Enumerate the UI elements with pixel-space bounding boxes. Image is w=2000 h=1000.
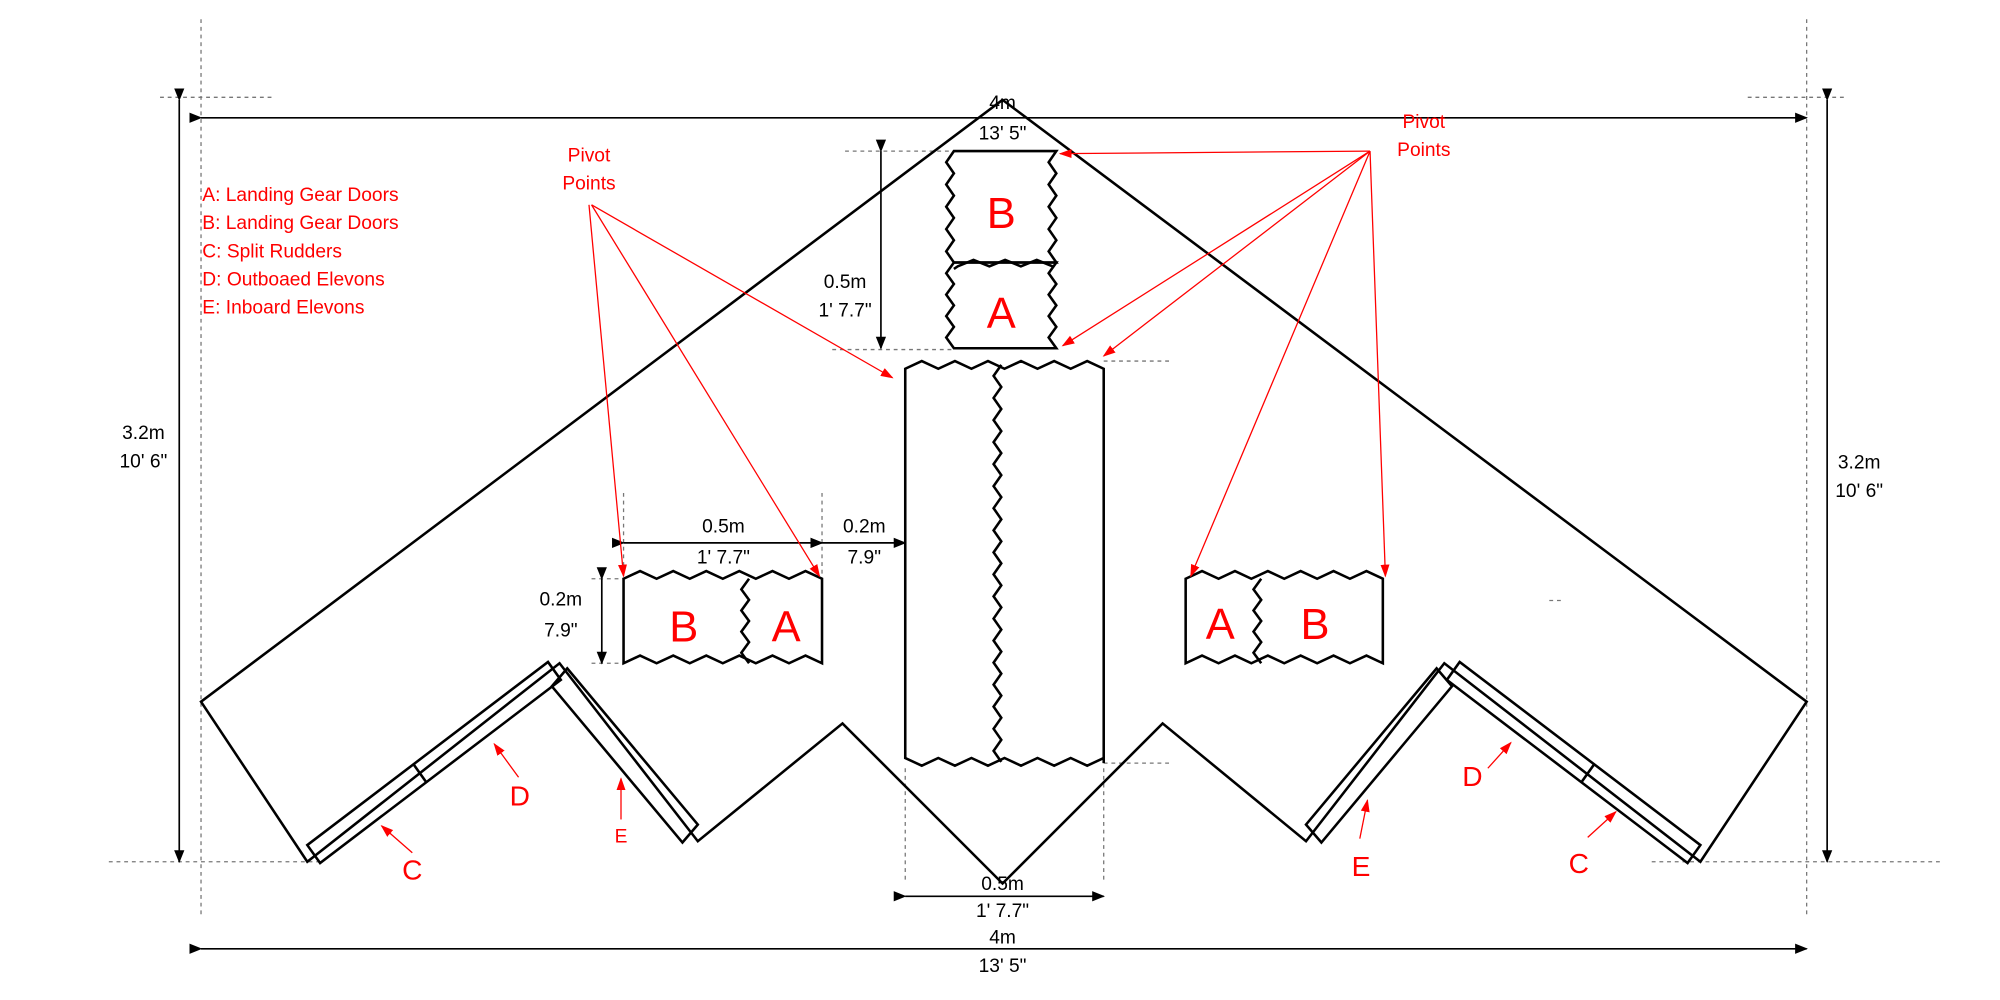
- right-split-rudder-divider: [1580, 763, 1596, 784]
- door-top-height-imperial: 1' 7.7": [818, 300, 871, 321]
- span-bottom-metric: 4m: [989, 928, 1016, 949]
- left-d-label: D: [510, 780, 530, 811]
- door-gap-imperial: 7.9": [848, 547, 882, 568]
- pivot-right-label-2: Points: [1397, 140, 1450, 161]
- extension-lines: [108, 19, 1940, 916]
- pivot-arrow-right-2: [1061, 150, 1371, 347]
- door-top-b-label: B: [987, 190, 1016, 238]
- arrow-left-d: [493, 742, 520, 778]
- left-inboard-elevon: [550, 666, 700, 845]
- pivot-left-label-1: Pivot: [568, 145, 611, 166]
- door-top-height-metric: 0.5m: [824, 272, 867, 293]
- door-left-height-imperial: 7.9": [544, 620, 578, 641]
- aircraft-outline: [199, 98, 1809, 886]
- legend-item-b: B: Landing Gear Doors: [202, 213, 398, 234]
- bay-width-metric: 0.5m: [981, 874, 1024, 895]
- height-left-metric: 3.2m: [122, 423, 165, 444]
- door-left-width-metric: 0.5m: [702, 517, 745, 538]
- right-c-label: C: [1569, 848, 1589, 879]
- door-gap-metric: 0.2m: [843, 517, 886, 538]
- door-left-width-imperial: 1' 7.7": [697, 547, 750, 568]
- pivot-arrow-right-3: [1102, 150, 1371, 357]
- pivot-arrow-right-4: [1190, 150, 1371, 578]
- height-right-metric: 3.2m: [1838, 453, 1881, 474]
- door-top-a: [944, 261, 1059, 350]
- center-bay-divider: [992, 364, 1003, 763]
- span-bottom-imperial: 13' 5": [979, 956, 1027, 977]
- height-left-imperial: 10' 6": [119, 451, 167, 472]
- door-left-a-label: A: [772, 603, 801, 651]
- right-d-label: D: [1462, 761, 1482, 792]
- legend-item-e: E: Inboard Elevons: [202, 298, 364, 319]
- door-right-divider: [1251, 577, 1263, 665]
- door-left-divider: [739, 577, 751, 665]
- span-top-metric: 4m: [989, 93, 1016, 114]
- pivot-arrow-right-5: [1369, 151, 1390, 578]
- landing-gear-doors: [622, 149, 1385, 768]
- dimension-lines: [174, 88, 1833, 954]
- pivot-arrow-left-2: [591, 204, 821, 578]
- pivot-arrow-left-3: [591, 204, 894, 379]
- left-outboard-elevon: [305, 660, 563, 865]
- pivot-arrow-right-1: [1058, 149, 1371, 159]
- door-top-a-label: A: [987, 290, 1016, 338]
- pivot-arrow-left-1: [588, 204, 627, 578]
- door-left-b-label: B: [669, 603, 698, 651]
- dimension-labels: 4m 13' 5" 4m 13' 5" 3.2m 10' 6" 3.2m 10'…: [119, 93, 1883, 977]
- legend-item-a: A: Landing Gear Doors: [202, 185, 398, 206]
- arrow-right-d: [1487, 741, 1512, 769]
- legend-item-c: C: Split Rudders: [202, 241, 342, 262]
- right-e-label: E: [1352, 851, 1371, 882]
- right-inboard-elevon: [1304, 666, 1454, 845]
- control-surfaces: [305, 660, 1703, 865]
- bay-width-imperial: 1' 7.7": [976, 901, 1029, 922]
- door-right-a-label: A: [1206, 601, 1235, 649]
- span-top-imperial: 13' 5": [979, 124, 1027, 145]
- door-right-b-label: B: [1300, 601, 1329, 649]
- left-e-label: E: [615, 827, 628, 848]
- pivot-arrows: [380, 149, 1617, 854]
- arrow-right-c: [1587, 810, 1617, 838]
- left-c-label: C: [402, 855, 422, 886]
- door-left-height-metric: 0.2m: [539, 590, 582, 611]
- legend: A: Landing Gear Doors B: Landing Gear Do…: [202, 185, 398, 319]
- height-right-imperial: 10' 6": [1835, 481, 1883, 502]
- arrow-left-c: [380, 825, 413, 854]
- left-split-rudder-divider: [412, 763, 428, 784]
- center-bay: [903, 359, 1105, 768]
- door-top-divider: [953, 258, 1053, 270]
- door-left-pair: [622, 569, 824, 666]
- legend-item-d: D: Outboaed Elevons: [202, 270, 384, 291]
- pivot-right-label-1: Pivot: [1402, 112, 1445, 133]
- arrow-right-e: [1359, 799, 1370, 839]
- pivot-left-label-2: Points: [562, 174, 615, 195]
- door-right-pair: [1184, 569, 1385, 666]
